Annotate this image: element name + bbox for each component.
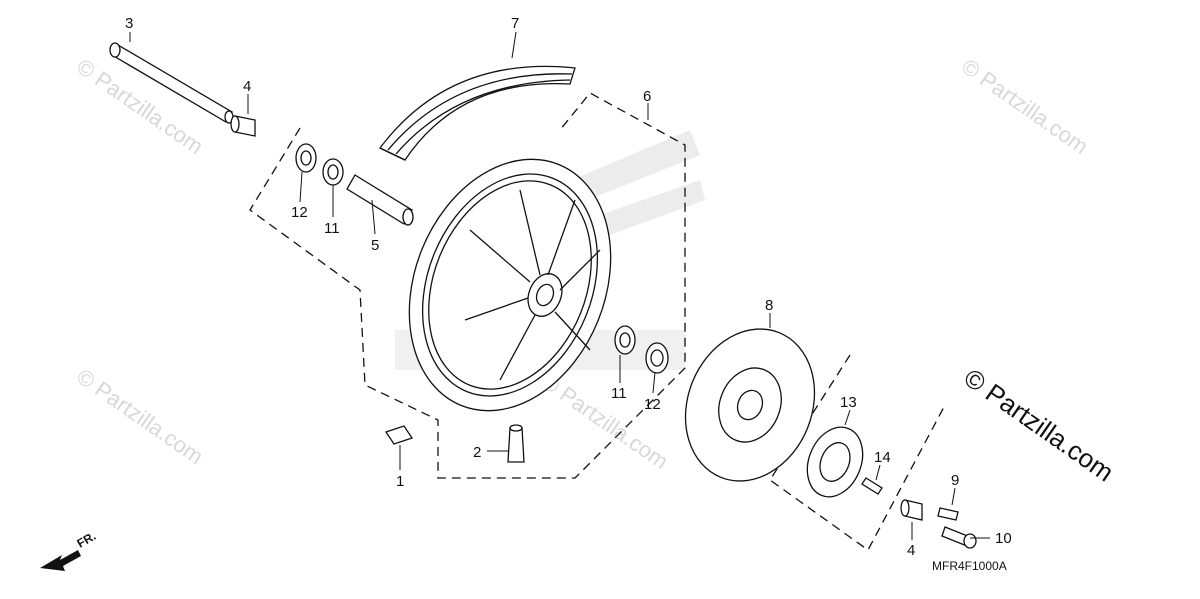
watermark: © Partzilla.com <box>537 369 673 475</box>
dust-seal-upper <box>295 143 317 173</box>
callout-10: 10 <box>995 530 1012 547</box>
callout-5: 5 <box>371 237 379 254</box>
brake-disc <box>684 328 816 482</box>
front-direction-arrow: FR. <box>40 529 98 571</box>
callouts: 3 4 7 6 12 11 5 11 12 1 2 8 13 14 9 10 4 <box>125 15 1012 559</box>
cast-wheel <box>408 158 612 412</box>
radial-bearing-lower <box>614 325 636 355</box>
callout-12: 12 <box>291 204 308 221</box>
watermark: © Partzilla.com <box>957 54 1093 160</box>
callout-14: 14 <box>874 449 891 466</box>
front-arrow-label: FR. <box>75 529 99 551</box>
distance-collar <box>346 174 414 226</box>
disc-hub-boundary <box>769 354 946 551</box>
wheel-assembly-boundary <box>249 92 686 479</box>
watermark: © Partzilla.com <box>72 364 208 470</box>
side-collar-lower <box>900 499 923 521</box>
tire-valve <box>507 424 525 463</box>
balance-weight <box>384 425 414 445</box>
callout-4: 4 <box>243 78 251 95</box>
callout-8: 8 <box>765 297 773 314</box>
radial-bearing-upper <box>322 158 344 186</box>
tire <box>379 65 576 161</box>
callout-11: 11 <box>324 220 340 237</box>
callout-12: 12 <box>644 396 661 413</box>
callout-6: 6 <box>643 88 651 105</box>
callout-4: 4 <box>907 542 915 559</box>
axle-bolt <box>941 526 977 549</box>
callout-11: 11 <box>611 385 627 402</box>
callout-1: 1 <box>396 473 404 490</box>
drawing-code: MFR4F1000A <box>932 559 1007 573</box>
callout-3: 3 <box>125 15 133 32</box>
callout-9: 9 <box>951 472 959 489</box>
callout-2: 2 <box>473 444 481 461</box>
pulser-bolt <box>861 477 883 495</box>
callout-7: 7 <box>511 15 519 32</box>
brand-label: © Partzilla.com <box>959 362 1120 487</box>
callout-13: 13 <box>840 394 857 411</box>
disc-bolt <box>937 507 959 521</box>
pulser-ring <box>806 426 864 498</box>
side-collar-upper <box>230 115 256 137</box>
leader-lines <box>129 31 990 540</box>
dust-seal-lower <box>645 342 669 374</box>
